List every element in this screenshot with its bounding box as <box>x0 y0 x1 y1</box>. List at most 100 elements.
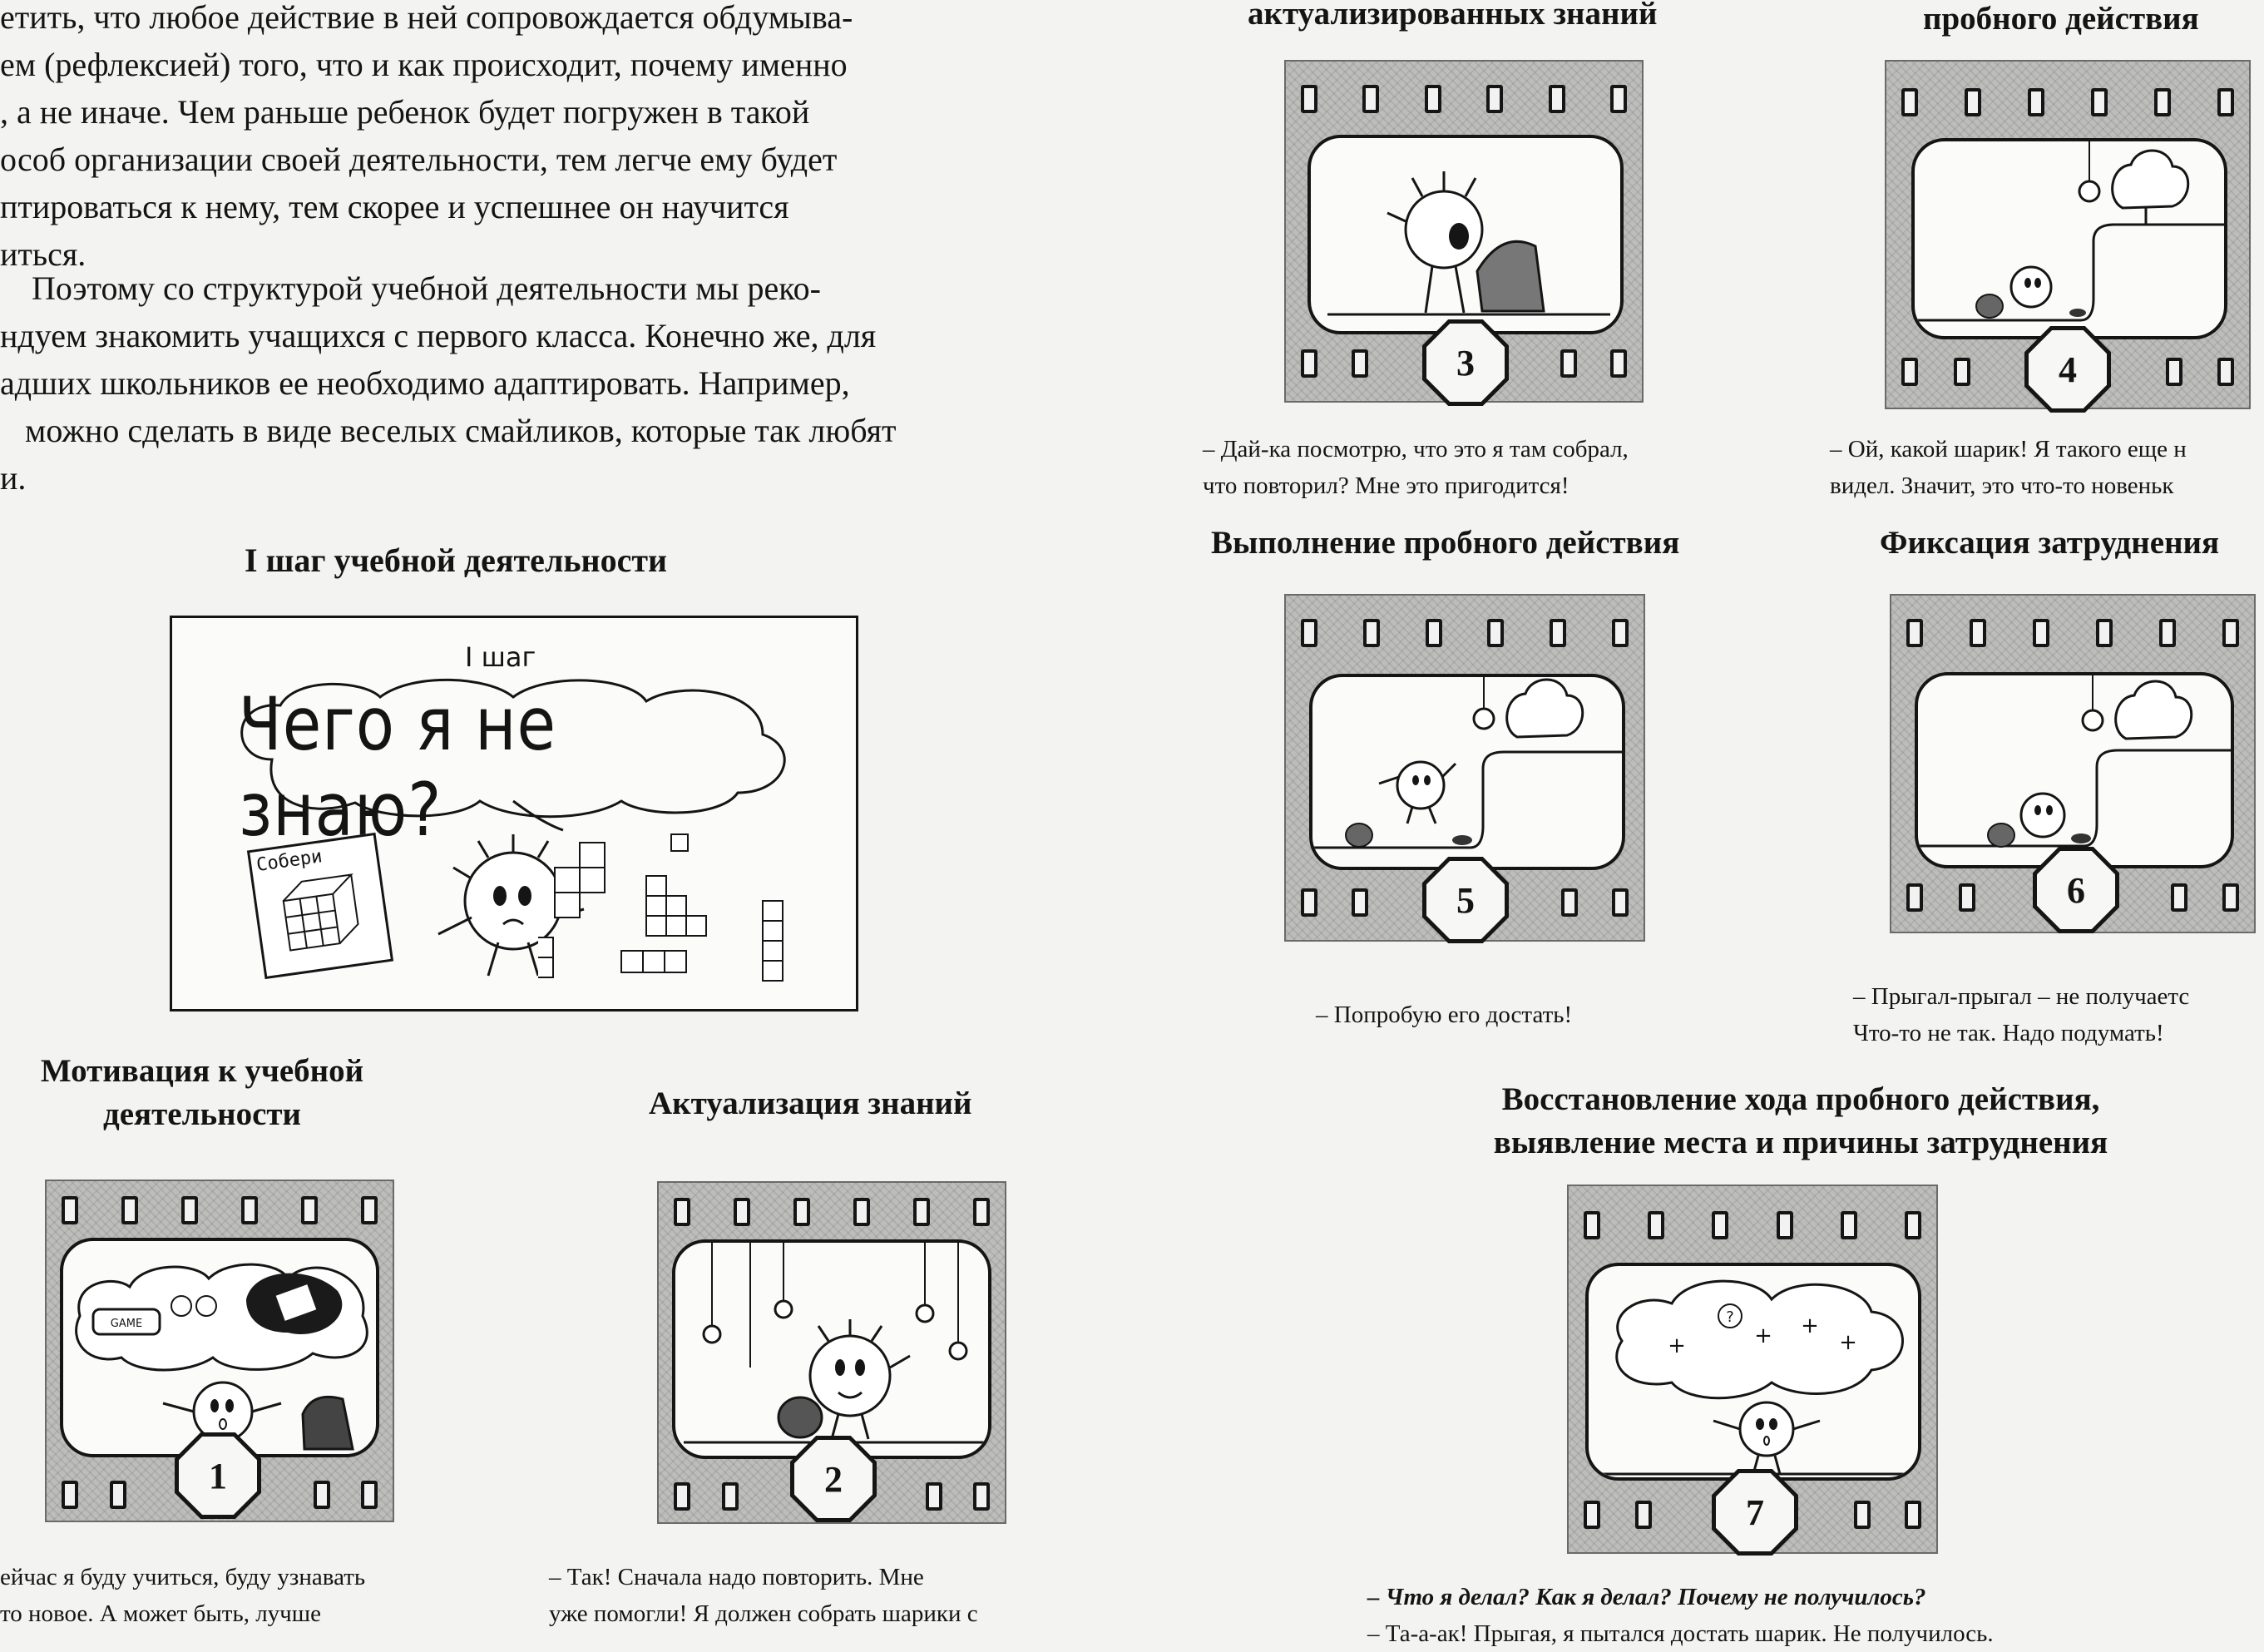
film-hole <box>2028 88 2044 116</box>
caption-line: уже помогли! Я должен собрать шарики с <box>549 1600 978 1627</box>
film-hole <box>361 1196 378 1224</box>
film-hole <box>1965 88 1981 116</box>
balls-scene <box>684 1243 986 1444</box>
step-label: I шаг <box>465 641 536 673</box>
film-hole <box>1487 619 1505 647</box>
film-hole <box>2096 619 2113 647</box>
film-hole <box>1301 619 1317 647</box>
film-hole <box>1424 85 1441 113</box>
frame-number: 6 <box>2037 851 2115 929</box>
svg-text:+: + <box>1754 1323 1772 1348</box>
film-hole <box>2222 619 2239 647</box>
film-hole <box>1584 1211 1600 1239</box>
motivation-scene: GAME <box>75 1263 368 1454</box>
frame-number-badge: 7 <box>1712 1469 1798 1556</box>
film-hole <box>1953 358 1970 386</box>
text-line: птироваться к нему, тем скорее и успешне… <box>0 188 789 225</box>
film-screen <box>1911 138 2227 339</box>
film-hole <box>1362 85 1380 113</box>
frame-number: 1 <box>179 1437 257 1515</box>
film-hole <box>1648 1211 1665 1239</box>
film-hole <box>721 1482 739 1511</box>
tree-ball-scene <box>1915 141 2224 322</box>
intro-paragraph-2: Поэтому со структурой учебной деятельнос… <box>0 265 1073 502</box>
thought-bubble-outline <box>240 678 786 832</box>
film-hole <box>2170 883 2187 912</box>
film-hole <box>2217 358 2234 386</box>
intro-paragraph: етить, что любое действие в ней сопровож… <box>0 0 1073 278</box>
film-hole <box>1712 1211 1729 1239</box>
film-frame-4: 4 <box>1885 60 2251 413</box>
caption-line: видел. Значит, это что-то новеньк <box>1830 472 2174 499</box>
smiley-character-icon <box>437 834 585 977</box>
frame-number-badge: 5 <box>1422 857 1509 943</box>
step1-illustration: I шаг Чего я не знаю? Собери <box>170 616 858 1011</box>
film-hole <box>1853 1501 1871 1529</box>
film-hole <box>973 1482 990 1511</box>
film-frame-6: 6 <box>1890 594 2256 933</box>
film-hole <box>734 1198 750 1226</box>
film-hole <box>1352 888 1368 917</box>
frame3-caption: – Дай-ка посмотрю, что это я там собрал,… <box>1203 431 1629 504</box>
caption-line: – Попробую его достать! <box>1316 1002 1573 1028</box>
frame-number-badge: 4 <box>2024 326 2111 413</box>
frame7-caption: – Что я делал? Как я делал? Почему не по… <box>1367 1579 1994 1652</box>
jumping-scene <box>1312 677 1622 849</box>
reflection-scene: ? + + + + <box>1597 1279 1916 1476</box>
film-hole <box>2217 88 2234 116</box>
caption-line: ейчас я буду учиться, буду узнавать <box>0 1564 366 1590</box>
frame6-heading: Фиксация затруднения <box>1880 525 2220 561</box>
caption-line: – Что я делал? Как я делал? Почему не по… <box>1367 1584 1926 1610</box>
text-line: етить, что любое действие в ней сопровож… <box>0 0 853 36</box>
difficulty-scene <box>1918 675 2231 848</box>
film-hole <box>1958 883 1975 912</box>
film-hole <box>853 1198 870 1226</box>
film-frame-5: 5 <box>1284 594 1645 943</box>
film-hole <box>1301 349 1317 378</box>
caption-line: что повторил? Мне это пригодится! <box>1203 472 1569 499</box>
film-hole <box>925 1482 942 1511</box>
film-hole <box>241 1196 258 1224</box>
caption-line: – Прыгал-прыгал – не получаетс <box>1853 983 2190 1010</box>
svg-text:+: + <box>1668 1333 1686 1358</box>
film-hole <box>674 1482 690 1511</box>
film-hole <box>1550 619 1567 647</box>
cube-icon <box>282 873 359 952</box>
film-hole <box>1362 619 1380 647</box>
svg-text:+: + <box>1801 1313 1819 1338</box>
text-line: можно сделать в виде веселых смайликов, … <box>25 412 897 449</box>
heading-line: Восстановление хода пробного действия, <box>1501 1081 2100 1117</box>
film-hole <box>1609 85 1627 113</box>
film-hole <box>1425 619 1442 647</box>
film-hole <box>1901 88 1918 116</box>
film-hole <box>1634 1501 1652 1529</box>
frame-number: 2 <box>794 1440 872 1518</box>
film-frame-2: 2 <box>657 1181 1006 1524</box>
basket-scene <box>1327 171 1610 316</box>
film-frame-7: ? + + + + 7 <box>1567 1185 1938 1556</box>
frame5-caption: – Попробую его достать! <box>1316 997 1572 1033</box>
text-line: адших школьников ее необходимо адаптиров… <box>0 364 850 402</box>
film-hole <box>1486 85 1504 113</box>
text-line: иться. <box>0 235 87 273</box>
frame7-heading: Восстановление хода пробного действия, в… <box>1414 1078 2187 1165</box>
film-hole <box>313 1481 330 1509</box>
frame-number-badge: 6 <box>2033 847 2119 933</box>
frame-number: 5 <box>1426 861 1505 939</box>
film-hole <box>2222 883 2239 912</box>
frame-number-badge: 1 <box>175 1432 261 1519</box>
film-hole <box>361 1481 378 1509</box>
film-screen: ? + + + + <box>1585 1263 1921 1481</box>
film-hole <box>793 1198 810 1226</box>
caption-line: то новое. А может быть, лучше <box>0 1600 321 1627</box>
game-label: GAME <box>111 1318 142 1330</box>
film-screen <box>1915 672 2234 868</box>
film-frame-1: GAME 1 <box>45 1180 394 1522</box>
frame-number-badge: 3 <box>1422 319 1509 406</box>
heading-line: выявление места и причины затруднения <box>1493 1125 2108 1160</box>
frame-number-badge: 2 <box>790 1436 877 1522</box>
film-hole <box>1561 888 1578 917</box>
frame1-heading: Мотивация к учебной деятельности <box>30 1050 374 1136</box>
heading-line: деятельности <box>102 1096 302 1132</box>
heading-line: Мотивация к учебной <box>40 1053 364 1089</box>
